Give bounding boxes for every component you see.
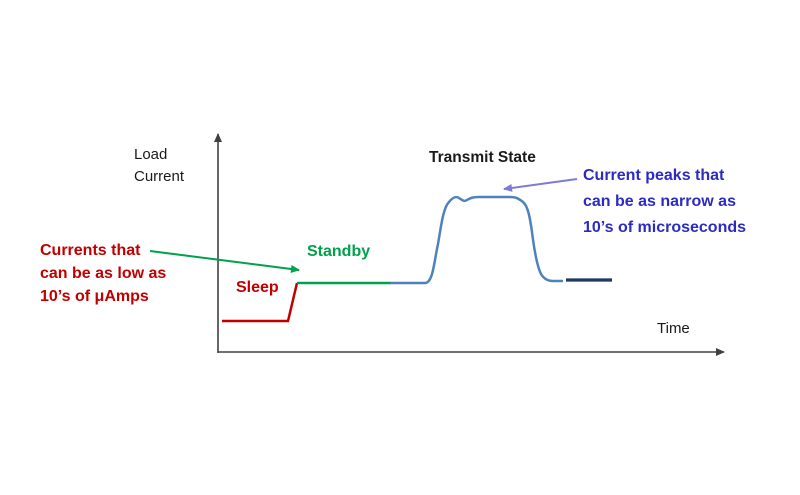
low-current-annotation-line1: Currents that xyxy=(40,242,141,259)
x-axis-label: Time xyxy=(657,320,690,337)
low-current-annotation: Currents that can be as low as 10’s of μ… xyxy=(40,239,166,308)
sleep-current-line xyxy=(222,282,299,323)
peak-current-annotation-line1: Current peaks that xyxy=(583,167,725,184)
y-axis-label-line2: Current xyxy=(134,168,185,185)
y-axis-label: Load Current xyxy=(134,144,184,188)
low-current-annotation-line2: can be as low as xyxy=(40,265,167,282)
transmit-state-label: Transmit State xyxy=(429,149,536,166)
low-current-annotation-line3: 10’s of μAmps xyxy=(40,288,149,305)
sleep-state-label: Sleep xyxy=(236,279,279,296)
standby-state-label: Standby xyxy=(307,243,371,260)
peak-current-annotation-arrow xyxy=(503,178,578,192)
peak-current-annotation-line3: 10’s of microseconds xyxy=(583,219,747,236)
y-axis-label-line1: Load xyxy=(134,146,168,163)
low-current-annotation-arrow xyxy=(149,250,300,273)
peak-current-annotation-line2: can be as narrow as xyxy=(583,193,736,210)
transmit-current-curve xyxy=(390,195,563,285)
peak-current-annotation: Current peaks that can be as narrow as 1… xyxy=(583,163,746,241)
